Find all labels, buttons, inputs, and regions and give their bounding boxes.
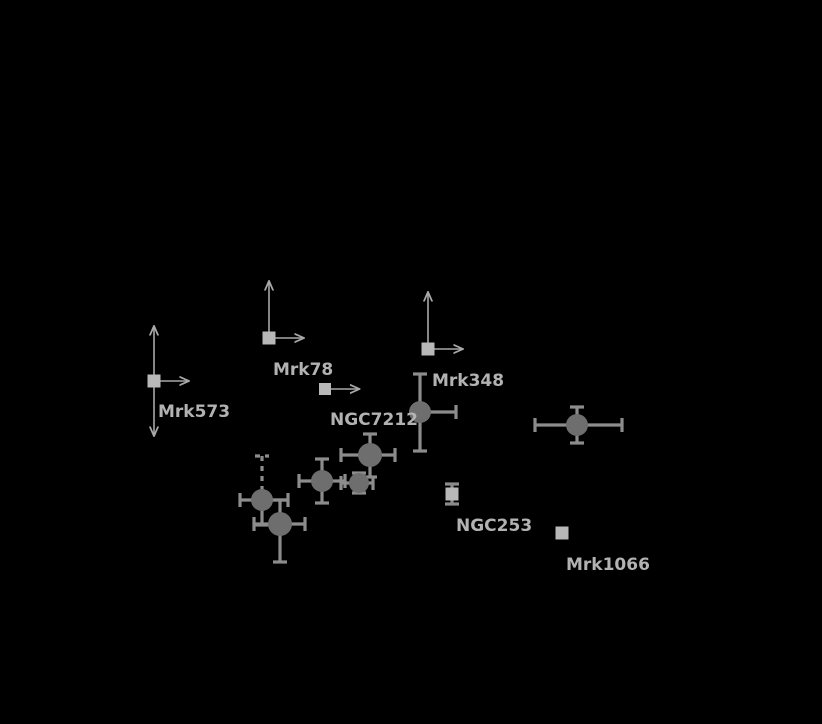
data-point-square [421, 342, 435, 356]
data-point-circle [358, 443, 382, 467]
data-point-circle [409, 401, 431, 423]
data-point-circle [311, 470, 333, 492]
data-points-layer [251, 401, 588, 536]
data-point-square [262, 331, 276, 345]
data-point-square [319, 383, 331, 395]
limit-markers-layer [147, 282, 569, 540]
data-point-square [555, 526, 569, 540]
data-point-square [147, 374, 161, 388]
data-point-circle [349, 473, 369, 493]
data-point-circle [566, 414, 588, 436]
data-point-square [445, 487, 459, 501]
data-point-circle [251, 489, 273, 511]
data-point-circle [268, 512, 292, 536]
